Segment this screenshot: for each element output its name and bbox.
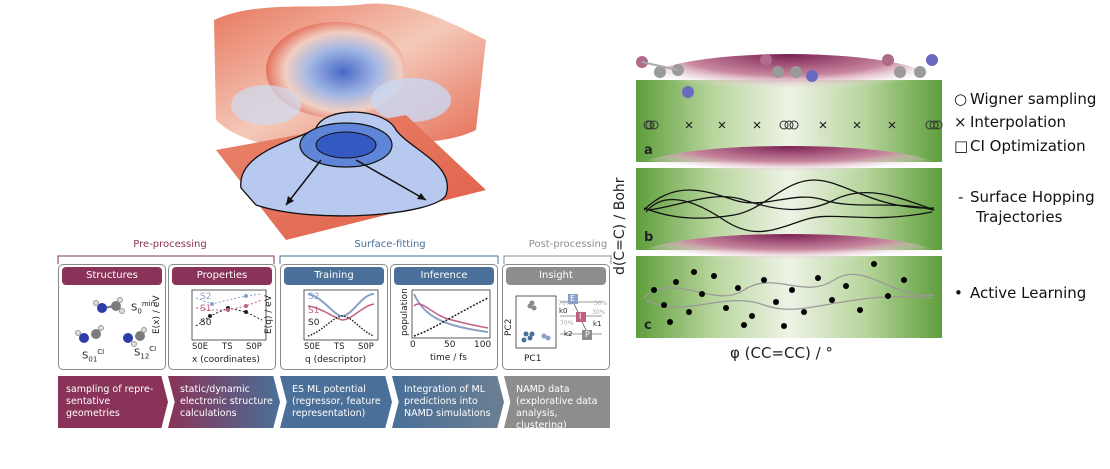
training-state-s1: S1 [308, 306, 320, 316]
right-xlabel: φ (CC=CC) / ° [730, 344, 833, 362]
training-tick-ts: TS [334, 342, 345, 352]
legend-active-learning-symbol: • [954, 284, 963, 302]
card-title-structures: Structures [62, 267, 162, 285]
legend-active-learning: Active Learning [970, 284, 1087, 302]
insight-box-p: P [585, 330, 590, 339]
card-title-training: Training [284, 267, 384, 285]
inference-tick-0: 0 [410, 340, 416, 350]
insight-pca-kinetics [515, 294, 602, 349]
panel-letter-a: a [644, 143, 653, 158]
training-tick-s0p: S0P [358, 342, 374, 352]
desc-preprocessing-sampling: sampling of repre-sentative geometries [58, 376, 168, 428]
insight-pc1: PC1 [524, 354, 542, 364]
insight-pct-3: 70% [560, 320, 574, 327]
molecule-min [93, 297, 125, 314]
properties-tick-ts: TS [222, 342, 233, 352]
panel-letter-b: b [644, 230, 654, 245]
legend-hopping-symbol: - [958, 188, 964, 206]
desc-surface-fitting-integration: Integration of ML predictions into NAMD … [392, 376, 504, 428]
insight-box-e: E [570, 294, 576, 303]
legend-interpolation: Interpolation [970, 113, 1066, 131]
properties-tick-s0e: S0E [192, 342, 209, 352]
training-tick-s0e: S0E [304, 342, 321, 352]
properties-ylabel: E(x) / eV [152, 295, 162, 334]
legend-hopping: Surface Hopping [970, 188, 1095, 206]
molecule-right [882, 54, 938, 78]
insight-k0: k0 [559, 307, 568, 315]
molecule-ci01 [75, 325, 104, 343]
right-molecules [636, 54, 938, 98]
insight-pc2: PC2 [504, 318, 514, 336]
card-title-insight: Insight [506, 267, 606, 285]
training-ylabel: E(q) / eV [264, 295, 274, 334]
desc-post-processing-namd: NAMD data (explorative data analysis, cl… [504, 376, 610, 428]
legend-wigner: Wigner sampling [970, 90, 1097, 108]
desc-preprocessing-calculations: static/dynamic electronic structure calc… [168, 376, 280, 428]
insight-pct-4: 30% [594, 300, 608, 307]
properties-xlabel: x (coordinates) [192, 355, 260, 365]
inference-population-plot [411, 289, 491, 339]
insight-k2: k2 [564, 330, 573, 338]
inference-tick-50: 50 [444, 340, 456, 350]
card-title-inference: Inference [394, 267, 494, 285]
training-state-s2: S2 [308, 292, 320, 302]
right-ylabel: d(C=C) / Bohr [612, 177, 628, 275]
inference-tick-100: 100 [474, 340, 492, 350]
label-s0min: S0min [131, 300, 156, 316]
inference-xlabel: time / fs [430, 353, 467, 363]
right-energy-landscape-panels [636, 54, 943, 338]
insight-k1: k1 [593, 320, 602, 328]
training-xlabel: q (descriptor) [305, 355, 367, 365]
stage-label-preprocessing: Pre-processing [120, 239, 220, 250]
molecule-left [636, 56, 694, 98]
properties-tick-s0p: S0P [246, 342, 262, 352]
training-energy-plot [303, 289, 379, 341]
stage-brackets [57, 255, 612, 264]
molecule-middle [760, 54, 818, 82]
stage-label-post-processing: Post-processing [522, 239, 614, 250]
molecule-ci12 [123, 327, 147, 347]
molecule-structures [75, 297, 147, 347]
potential-energy-surface-illustration [214, 3, 486, 240]
panel-letter-c: c [644, 318, 652, 333]
insight-box-i: I [579, 312, 582, 321]
properties-energy-plot [191, 289, 267, 341]
label-s01-ci: S01CI [82, 348, 105, 364]
properties-state-s1: S1 [200, 304, 212, 314]
legend-ci-symbol: □ [954, 137, 969, 155]
legend-trajectories: Trajectories [976, 208, 1063, 226]
insight-pct-2: 30% [592, 309, 606, 316]
stage-label-surface-fitting: Surface-fitting [340, 239, 440, 250]
insight-pct-1: 70% [558, 300, 572, 307]
card-title-properties: Properties [172, 267, 272, 285]
legend-wigner-symbol: ○ [954, 90, 968, 108]
legend-interpolation-symbol: × [954, 113, 967, 131]
desc-surface-fitting-potential: ES ML potential (regressor, feature repr… [280, 376, 392, 428]
label-s12-ci: S12CI [134, 345, 157, 361]
legend-ci: CI Optimization [970, 137, 1086, 155]
properties-state-s2: S2 [200, 292, 212, 302]
inference-ylabel: population [400, 288, 410, 336]
properties-state-s0: S0 [200, 318, 212, 328]
training-state-s0: S0 [308, 318, 320, 328]
